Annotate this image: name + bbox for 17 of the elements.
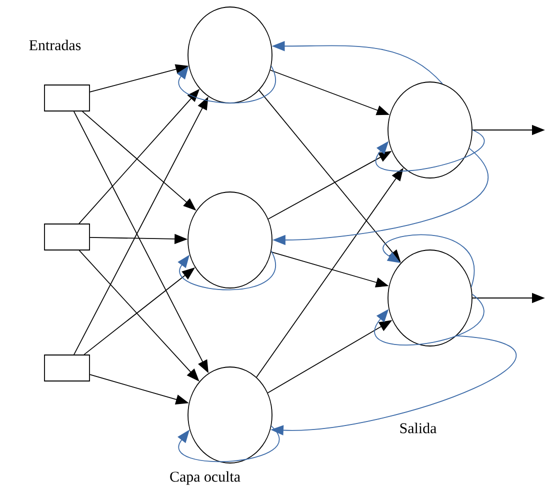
- recurrent-arrow: [178, 426, 279, 462]
- neuron-circle: [388, 250, 472, 346]
- input-box: [44, 354, 90, 382]
- input-box: [44, 84, 90, 112]
- layer-label: Capa oculta: [170, 471, 240, 485]
- neuron-circle: [188, 6, 272, 104]
- recurrent-arrow: [383, 234, 475, 288]
- layer-label: Salida: [400, 422, 436, 434]
- neuron-circle: [188, 366, 272, 464]
- neuron-circle: [388, 82, 472, 178]
- recurrent-arrow: [176, 66, 276, 104]
- neuron-circle: [188, 192, 272, 288]
- recurrent-arrow: [375, 130, 484, 172]
- input-box: [44, 224, 90, 250]
- recurrent-arrow: [178, 250, 276, 290]
- layer-label: Entradas: [29, 40, 81, 50]
- recurrent-arrow: [374, 294, 484, 346]
